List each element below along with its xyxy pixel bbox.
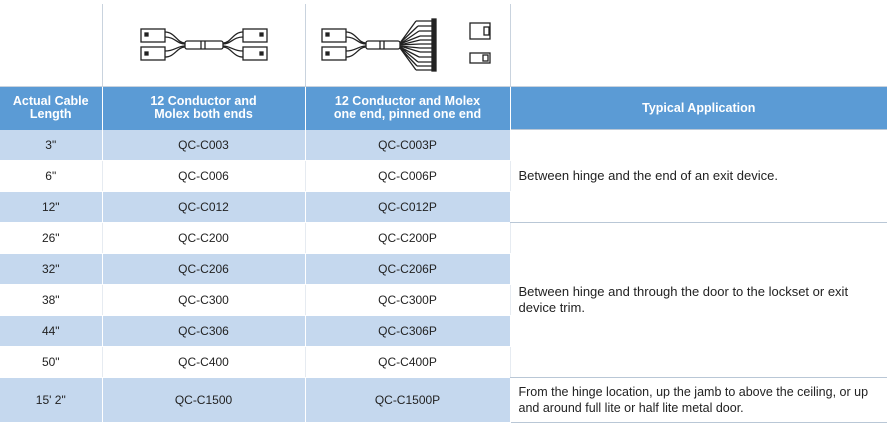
table-row: 15' 2" QC-C1500 QC-C1500P From the hinge… (0, 376, 887, 423)
image-row (0, 4, 887, 87)
part-number-a: QC-C206 (102, 253, 306, 285)
length-cell: 26" (0, 222, 103, 254)
part-number-a: QC-C300 (102, 284, 306, 316)
part-number-b: QC-C400P (305, 346, 511, 378)
part-number-b: QC-C300P (305, 284, 511, 316)
length-cell: 44" (0, 315, 103, 347)
image-cell-empty-right (509, 4, 887, 87)
part-number-a: QC-C306 (102, 315, 306, 347)
part-number-b: QC-C200P (305, 222, 511, 254)
image-cell-cable-a (101, 4, 306, 87)
header-length: Actual Cable Length (0, 86, 103, 130)
part-number-b: QC-C006P (305, 160, 511, 192)
length-cell: 32" (0, 253, 103, 285)
part-number-a: QC-C012 (102, 191, 306, 223)
image-cell-cable-b (304, 4, 511, 87)
part-number-a: QC-C003 (102, 129, 306, 161)
part-number-b: QC-C003P (305, 129, 511, 161)
length-cell: 50" (0, 346, 103, 378)
part-number-a: QC-C400 (102, 346, 306, 378)
part-number-b: QC-C206P (305, 253, 511, 285)
part-number-a: QC-C200 (102, 222, 306, 254)
part-number-a: QC-C006 (102, 160, 306, 192)
table-row: 12" QC-C012 QC-C012P (0, 191, 887, 223)
application-cell: From the hinge location, up the jamb to … (510, 376, 887, 423)
length-cell: 38" (0, 284, 103, 316)
image-cell-empty (0, 4, 103, 87)
cable-molex-both-ends-icon (139, 28, 268, 61)
application-cell: Between hinge and the end of an exit dev… (510, 129, 887, 223)
length-cell: 3" (0, 129, 103, 161)
part-number-b: QC-C012P (305, 191, 511, 223)
length-cell: 15' 2" (0, 377, 103, 423)
part-number-a: QC-C1500 (102, 377, 306, 423)
part-number-b: QC-C1500P (305, 377, 511, 423)
table-row: 3" QC-C003 QC-C003P Between hinge and th… (0, 129, 887, 223)
table-row: 50" QC-C400 QC-C400P (0, 346, 887, 378)
table-row: 32" QC-C206 QC-C206P (0, 253, 887, 285)
table-row: 44" QC-C306 QC-C306P (0, 315, 887, 347)
table-row: 26" QC-C200 QC-C200P Between hinge and t… (0, 221, 887, 378)
length-cell: 12" (0, 191, 103, 223)
table-row: 6" QC-C006 QC-C006P (0, 160, 887, 192)
cable-molex-pinned-end-icon (321, 18, 491, 72)
length-cell: 6" (0, 160, 103, 192)
application-cell: Between hinge and through the door to th… (510, 221, 887, 378)
header-application: Typical Application (509, 86, 887, 130)
part-number-b: QC-C306P (305, 315, 511, 347)
table-row: 38" QC-C300 QC-C300P (0, 284, 887, 316)
